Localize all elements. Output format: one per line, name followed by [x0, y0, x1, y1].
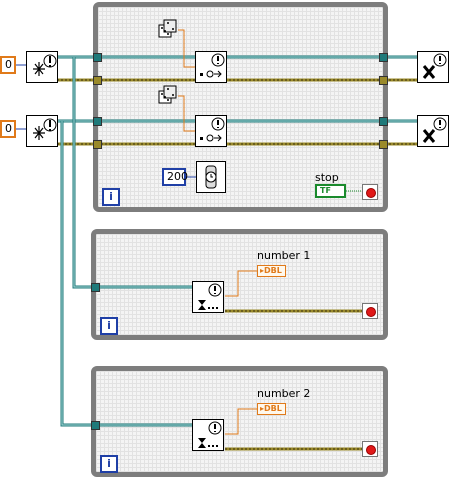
- error2-tunnel-in: [93, 140, 102, 149]
- enqueue-element-2[interactable]: [195, 115, 227, 147]
- release-queue-icon: [422, 117, 447, 143]
- random-number-1[interactable]: [158, 18, 178, 40]
- loop-stop-terminal-consumer2[interactable]: [362, 441, 378, 457]
- random-number-dice-icon: [158, 85, 177, 104]
- release-queue-icon: [422, 53, 447, 79]
- number2-label: number 2: [257, 387, 311, 400]
- release-queue-1[interactable]: [417, 51, 449, 83]
- random-number-dice-icon: [158, 19, 177, 38]
- stop-label: stop: [315, 171, 339, 184]
- queue2-tunnel-out: [379, 117, 388, 126]
- release-queue-2[interactable]: [417, 115, 449, 147]
- random-number-2[interactable]: [158, 84, 178, 106]
- error1-tunnel-in: [93, 76, 102, 85]
- while-loop-producer[interactable]: [93, 2, 388, 212]
- dequeue-element-1[interactable]: [192, 281, 224, 313]
- create-queue-icon: [33, 54, 57, 76]
- create-queue-icon: [33, 118, 57, 140]
- wait-ms-constant[interactable]: 200: [162, 168, 188, 186]
- number1-indicator[interactable]: ▸DBL: [257, 265, 286, 277]
- number1-type: DBL: [264, 266, 282, 275]
- error1-tunnel-out: [379, 76, 388, 85]
- loop-stop-terminal-producer[interactable]: [362, 184, 378, 200]
- dequeue-element-2[interactable]: [192, 419, 224, 451]
- queue2-size-constant[interactable]: 0: [0, 120, 16, 138]
- number2-indicator[interactable]: ▸DBL: [257, 403, 286, 415]
- iteration-terminal-consumer1[interactable]: i: [100, 317, 118, 335]
- queue2-tunnel-in: [93, 117, 102, 126]
- consumer1-queue-tunnel: [91, 283, 100, 292]
- number2-type: DBL: [264, 404, 282, 413]
- wait-ms[interactable]: [196, 161, 226, 193]
- loop-stop-terminal-consumer1[interactable]: [362, 303, 378, 319]
- wait-ms-icon: [205, 165, 217, 189]
- queue1-tunnel-out: [379, 53, 388, 62]
- error2-tunnel-out: [379, 140, 388, 149]
- queue1-size-constant[interactable]: 0: [0, 56, 16, 74]
- dequeue-element-icon: [198, 283, 222, 310]
- while-loop-consumer-1[interactable]: [91, 229, 388, 340]
- enqueue-element-1[interactable]: [195, 51, 227, 83]
- obtain-queue-1[interactable]: [26, 51, 58, 83]
- dequeue-element-icon: [198, 421, 222, 448]
- stop-control[interactable]: TF: [315, 184, 346, 198]
- queue1-tunnel-in: [93, 53, 102, 62]
- iteration-terminal-consumer2[interactable]: i: [100, 455, 118, 473]
- enqueue-element-icon: [200, 117, 225, 142]
- number1-label: number 1: [257, 249, 311, 262]
- enqueue-element-icon: [200, 53, 225, 78]
- obtain-queue-2[interactable]: [26, 115, 58, 147]
- iteration-terminal-producer[interactable]: i: [102, 188, 120, 206]
- consumer2-queue-tunnel: [91, 421, 100, 430]
